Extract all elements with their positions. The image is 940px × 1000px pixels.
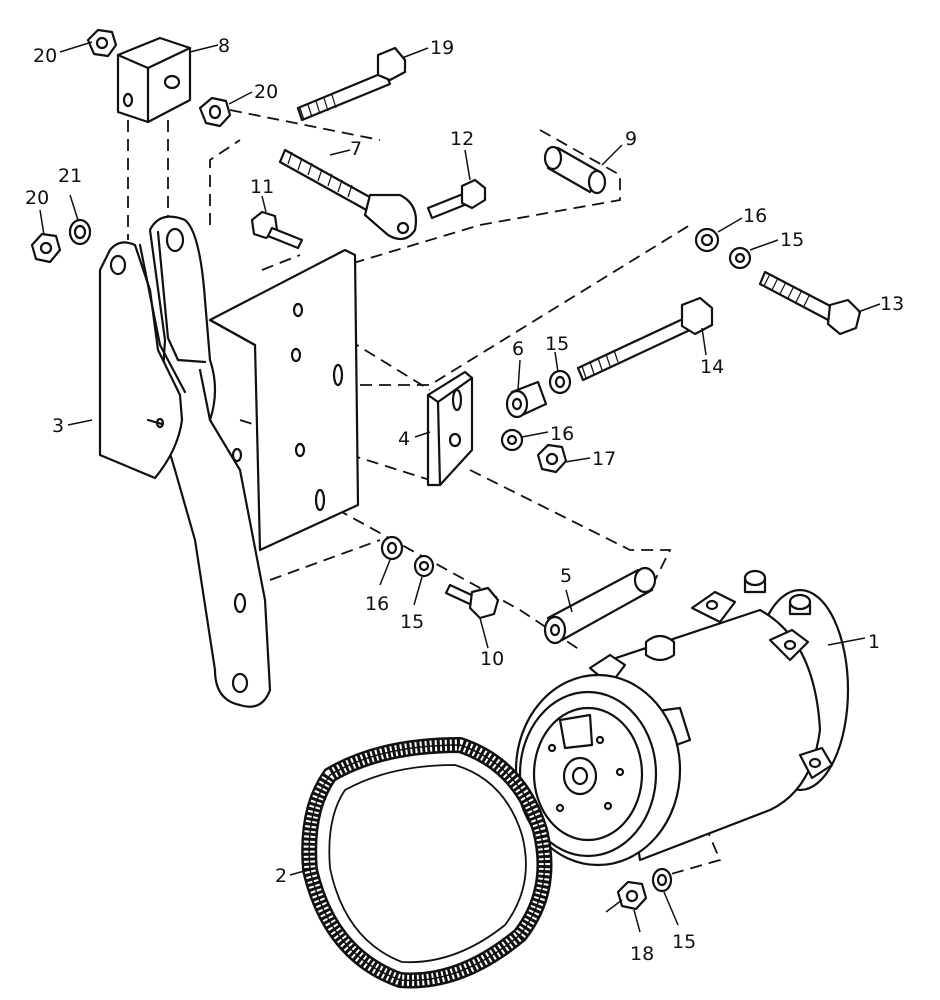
- callout-6: 6: [512, 338, 524, 360]
- part-19-long-bolt: [296, 46, 407, 122]
- callout-14: 14: [700, 356, 724, 378]
- callout-16-a: 16: [743, 205, 767, 227]
- part-20-nut-left: [30, 232, 62, 264]
- callout-8: 8: [218, 35, 230, 57]
- callout-15-a: 15: [780, 229, 804, 251]
- callout-18: 18: [630, 943, 654, 965]
- part-12-small-bolt: [426, 178, 487, 220]
- part-15-washer-bottom: [651, 867, 673, 893]
- callout-15-c: 15: [400, 611, 424, 633]
- callout-15-d: 15: [672, 931, 696, 953]
- part-2-drive-belt: [301, 736, 553, 989]
- callout-16-b: 16: [550, 423, 574, 445]
- callout-20-b: 20: [254, 81, 278, 103]
- part-16-washer-mid: [500, 428, 524, 452]
- callout-20-a: 20: [33, 45, 57, 67]
- part-20-nut-top: [86, 28, 118, 58]
- part-11-small-bolt: [250, 210, 304, 250]
- callout-12: 12: [450, 128, 474, 150]
- part-1-compressor: [514, 569, 850, 867]
- part-15-washer-top: [728, 246, 752, 270]
- part-7-tension-rod: [278, 148, 418, 241]
- part-15-washer-lower: [413, 554, 435, 578]
- callout-11: 11: [250, 176, 274, 198]
- part-16-washer-lower: [380, 535, 404, 561]
- callout-17: 17: [592, 448, 616, 470]
- part-14-long-bolt: [576, 296, 714, 382]
- callout-labels: 1 2 3 4 5 6 7 8 9 10 11 12 13 14 15 15 1…: [25, 35, 904, 965]
- part-15-washer-mid: [548, 369, 572, 395]
- callout-15-b: 15: [545, 333, 569, 355]
- callout-19: 19: [430, 37, 454, 59]
- part-18-nut: [616, 880, 648, 911]
- part-6-bushing: [505, 380, 548, 419]
- callout-21: 21: [58, 165, 82, 187]
- part-16-washer-top: [694, 227, 720, 253]
- part-9-spacer: [543, 145, 607, 195]
- callout-20-c: 20: [25, 187, 49, 209]
- leader-lines: [39, 41, 881, 933]
- callout-10: 10: [480, 648, 504, 670]
- part-20-nut-middle: [198, 96, 232, 128]
- callout-3: 3: [52, 415, 64, 437]
- part-3-support-arm: [98, 241, 187, 480]
- mounting-plate: [208, 248, 360, 552]
- part-3-bracket-arm: [148, 215, 272, 708]
- callout-2: 2: [275, 865, 287, 887]
- callout-9: 9: [625, 128, 637, 150]
- part-4-small-bracket: [426, 370, 474, 487]
- part-21-washer: [68, 218, 92, 246]
- callout-5: 5: [560, 565, 572, 587]
- part-17-nut: [536, 443, 568, 474]
- callout-13: 13: [880, 293, 904, 315]
- part-8-block: [116, 36, 192, 124]
- part-13-bolt: [758, 270, 862, 336]
- callout-16-c: 16: [365, 593, 389, 615]
- part-10-bolt: [444, 583, 500, 620]
- part-5-sleeve: [543, 566, 657, 645]
- callout-1: 1: [868, 631, 880, 653]
- callout-4: 4: [398, 428, 410, 450]
- callout-7: 7: [350, 138, 362, 160]
